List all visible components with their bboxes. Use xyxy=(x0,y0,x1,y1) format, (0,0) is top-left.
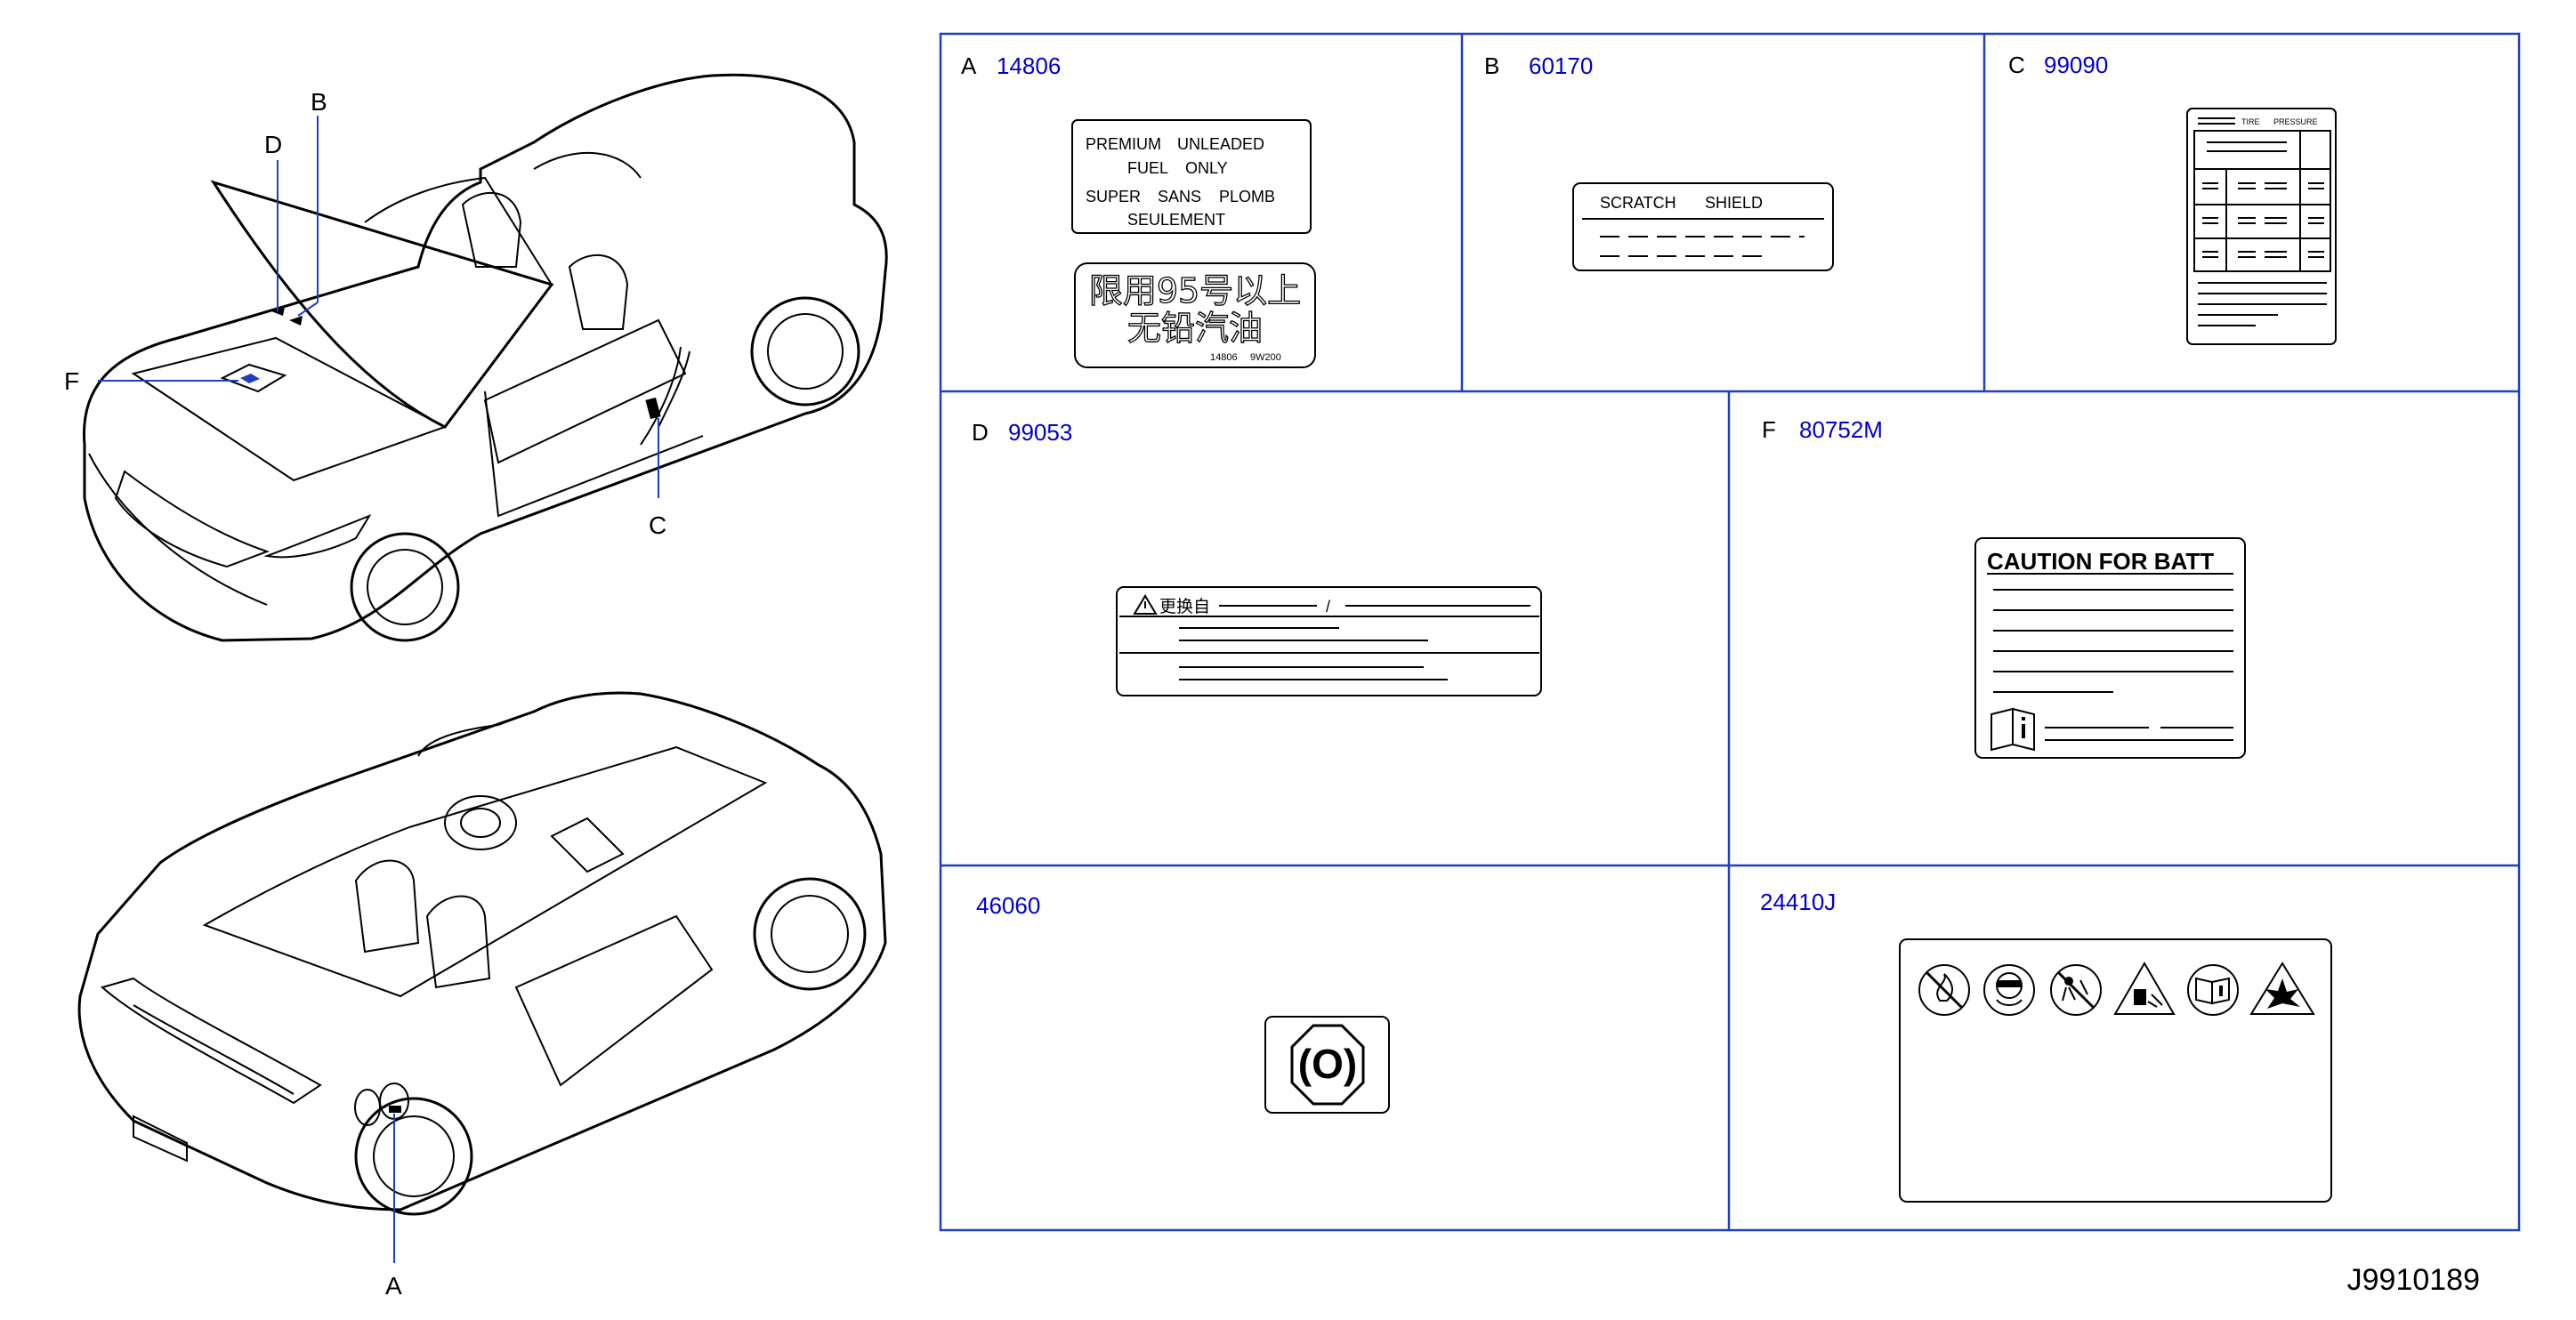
no-smoking-fire-icon xyxy=(1918,964,1970,1016)
battery-caution-title: CAUTION FOR BATT xyxy=(1987,548,2214,575)
battery-caution-label xyxy=(1974,537,2246,759)
panel-battery-part-number: 24410J xyxy=(1760,889,1836,915)
panel-b-part-number: 60170 xyxy=(1529,52,1593,79)
brake-symbol: (O) xyxy=(1298,1041,1357,1087)
callout-d: D xyxy=(264,131,282,158)
panel-brake: 46060 (O) xyxy=(976,892,1390,1114)
brake-octagon-icon xyxy=(1290,1024,1365,1106)
eye-protection-icon xyxy=(1983,964,2035,1016)
callout-f: F xyxy=(64,367,79,395)
panel-d: D 99053 更换自 / xyxy=(972,419,1542,696)
parts-grid xyxy=(939,32,2521,1232)
fuel-label xyxy=(1071,119,1312,234)
panel-a-letter: A xyxy=(961,52,977,79)
chinese-fuel-label xyxy=(1074,262,1316,368)
fuel-label-seulement: SEULEMENT xyxy=(1127,211,1225,229)
panel-a-part-number: 14806 xyxy=(997,52,1061,79)
fuel-label-sans: SANS xyxy=(1158,188,1201,205)
panel-d-part-number: 99053 xyxy=(1008,419,1072,446)
panel-b: B 60170 SCRATCH SHIELD xyxy=(1484,52,1834,271)
acid-warning-icon xyxy=(2113,962,2176,1015)
callout-c: C xyxy=(649,511,666,539)
callout-b: B xyxy=(311,88,327,116)
tire-label-word2: PRESSURE xyxy=(2273,117,2318,126)
info-book-icon xyxy=(1991,707,2035,752)
warning-triangle-icon xyxy=(1133,594,1158,615)
replacement-label-slash: / xyxy=(1326,598,1330,616)
explosion-warning-icon xyxy=(2249,962,2315,1015)
panel-c-letter: C xyxy=(2008,52,2025,78)
panel-c-part-number: 99090 xyxy=(2044,52,2108,78)
car-top-illustration xyxy=(82,73,888,642)
car-bottom-illustration xyxy=(77,691,887,1216)
fuel-label-only: ONLY xyxy=(1185,159,1228,177)
scratch-shield-label xyxy=(1572,182,1834,271)
panel-b-letter: B xyxy=(1484,52,1499,79)
panel-f-letter: F xyxy=(1762,416,1776,443)
chinese-label-code1: 14806 xyxy=(1210,352,1238,363)
read-manual-icon xyxy=(2187,964,2239,1016)
panel-a: A 14806 PREMIUM UNLEADED FUEL ONLY SUPER… xyxy=(961,52,1316,368)
scratch-label-word2: SHIELD xyxy=(1705,194,1763,212)
panel-d-letter: D xyxy=(972,419,989,446)
panel-f: F 80752M CAUTION FOR BATT xyxy=(1762,416,2246,759)
panel-brake-part-number: 46060 xyxy=(976,892,1040,919)
panel-c: C 99090 TIRE PRESSURE xyxy=(2008,52,2337,345)
chinese-label-line2: 无铅汽油 xyxy=(1127,309,1263,348)
fuel-label-fuel: FUEL xyxy=(1127,159,1168,177)
brake-label xyxy=(1264,1016,1390,1114)
tire-pressure-label xyxy=(2186,108,2337,345)
panel-battery-warning: 24410J xyxy=(1760,889,2332,1203)
panel-f-part-number: 80752M xyxy=(1799,416,1883,443)
fuel-label-super: SUPER xyxy=(1086,188,1141,205)
fuel-label-plomb: PLOMB xyxy=(1219,188,1275,205)
diagram-reference-number: J9910189 xyxy=(2347,1263,2480,1297)
callout-a: A xyxy=(385,1272,402,1300)
fuel-label-unleaded: UNLEADED xyxy=(1177,135,1264,153)
tire-label-word1: TIRE xyxy=(2241,117,2260,126)
replacement-label-chars: 更换自 xyxy=(1159,597,1210,616)
battery-warning-label xyxy=(1899,938,2332,1203)
replacement-label xyxy=(1116,586,1542,696)
chinese-label-code2: 9W200 xyxy=(1250,352,1281,363)
chinese-label-line1: 限用95号以上 xyxy=(1089,271,1301,310)
fuel-label-premium: PREMIUM xyxy=(1086,135,1161,153)
keep-children-away-icon xyxy=(2050,964,2102,1016)
scratch-label-word1: SCRATCH xyxy=(1600,194,1676,212)
